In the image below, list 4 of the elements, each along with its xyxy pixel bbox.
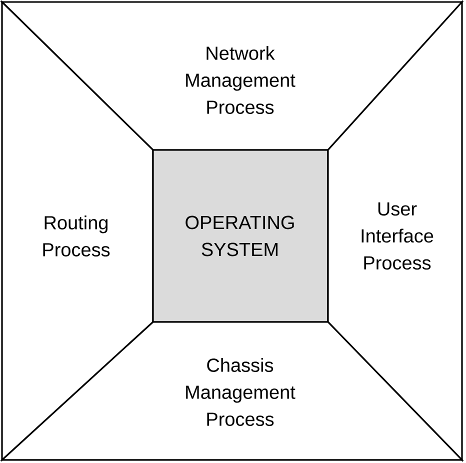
node-label: User Interface Process — [362, 202, 434, 270]
operating-system-box: OPERATING SYSTEM — [152, 149, 329, 323]
node-label: Chassis Management Process — [186, 358, 296, 426]
node-label: Routing Process — [43, 216, 110, 256]
